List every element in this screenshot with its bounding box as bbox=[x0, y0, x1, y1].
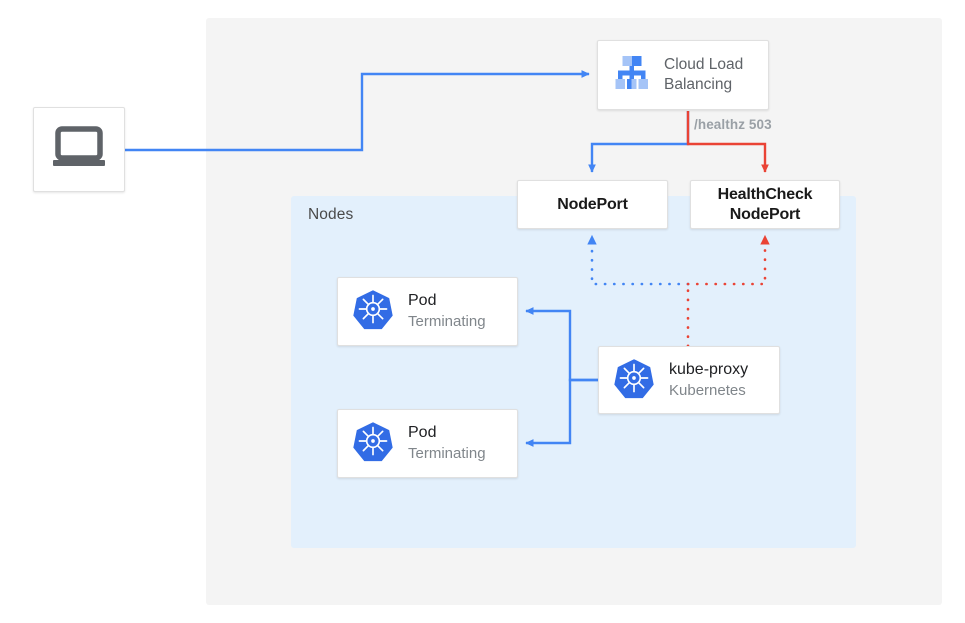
pod-card-1: Pod Terminating bbox=[337, 277, 518, 346]
kubernetes-icon bbox=[352, 420, 394, 467]
cloud-load-balancing-label: Cloud Load Balancing bbox=[664, 55, 743, 96]
kube-proxy-title: kube-proxy bbox=[669, 360, 749, 378]
pod-card-2-title: Pod bbox=[408, 424, 437, 442]
nodeport-card: NodePort bbox=[517, 180, 668, 229]
cloud-load-balancing-icon bbox=[610, 53, 652, 98]
kube-proxy-card: kube-proxy Kubernetes bbox=[598, 346, 780, 414]
laptop-icon bbox=[52, 126, 106, 173]
kubernetes-icon bbox=[352, 288, 394, 335]
kubernetes-icon bbox=[613, 357, 655, 404]
client-laptop-card bbox=[33, 107, 125, 192]
healthcheck-nodeport-line-2: NodePort bbox=[729, 205, 801, 223]
cloud-load-balancing-card: Cloud Load Balancing bbox=[597, 40, 769, 110]
healthcheck-nodeport-label: HealthCheck NodePort bbox=[718, 185, 813, 224]
cloud-load-balancing-line-2: Balancing bbox=[664, 76, 733, 93]
healthcheck-nodeport-line-1: HealthCheck bbox=[717, 185, 813, 203]
kube-proxy-subtitle: Kubernetes bbox=[669, 381, 746, 399]
pod-card-2: Pod Terminating bbox=[337, 409, 518, 478]
pod-card-1-status: Terminating bbox=[408, 313, 486, 331]
pod-card-1-title: Pod bbox=[408, 292, 437, 310]
pod-card-2-status: Terminating bbox=[408, 445, 486, 463]
nodeport-label: NodePort bbox=[557, 195, 628, 213]
healthcheck-nodeport-card: HealthCheck NodePort bbox=[690, 180, 840, 229]
nodes-region-label: Nodes bbox=[308, 206, 354, 223]
healthz-503-label: /healthz 503 bbox=[694, 117, 772, 132]
cloud-load-balancing-line-1: Cloud Load bbox=[664, 55, 744, 73]
kube-proxy-text: kube-proxy Kubernetes bbox=[669, 360, 748, 400]
pod-card-2-text: Pod Terminating bbox=[408, 423, 486, 463]
pod-card-1-text: Pod Terminating bbox=[408, 291, 486, 331]
